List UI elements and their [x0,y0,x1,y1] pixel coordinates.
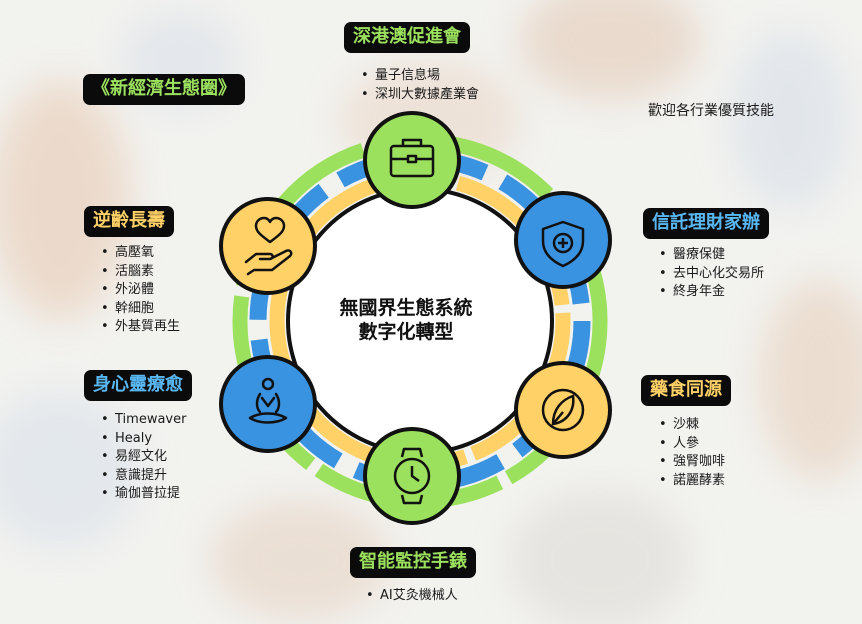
list-item: 諾麗酵素 [659,472,725,491]
list-item: 意識提升 [101,467,186,486]
node-label-food: 藥食同源 [641,375,731,406]
list-item: 去中心化交易所 [659,265,764,284]
list-item: Healy [101,430,186,449]
node-list-wellness: Timewaver Healy 易經文化 意識提升 瑜伽普拉提 [101,411,186,504]
list-item: 人參 [659,435,725,454]
node-list-longevity: 高壓氧 活腦素 外泌體 幹細胞 外基質再生 [101,244,180,337]
node-list-trust: 醫療保健 去中心化交易所 終身年金 [659,246,764,302]
node-briefcase[interactable] [365,113,459,207]
list-item: 瑜伽普拉提 [101,485,186,504]
list-item: 終身年金 [659,283,764,302]
node-label-wellness: 身心靈療愈 [84,370,192,401]
node-shield[interactable] [516,193,610,287]
list-item: 易經文化 [101,448,186,467]
list-item: 醫療保健 [659,246,764,265]
center-title: 無國界生態系統 數字化轉型 [316,296,496,344]
list-item: 沙棘 [659,416,725,435]
page-title: 《新經濟生態圈》 [83,74,245,105]
welcome-note: 歡迎各行業優質技能 [648,100,774,120]
node-label-longevity: 逆齡長壽 [84,206,174,237]
node-watch[interactable] [365,429,459,523]
list-item: 幹細胞 [101,300,180,319]
list-item: 外基質再生 [101,318,180,337]
node-list-promotion: 量子信息場 深圳大數據產業會 [361,67,479,104]
node-leaf[interactable] [516,363,610,457]
list-item: 活腦素 [101,263,180,282]
list-item: Timewaver [101,411,186,430]
node-label-promotion: 深港澳促進會 [344,22,470,53]
node-meditation[interactable] [221,357,315,451]
list-item: 量子信息場 [361,67,479,86]
node-list-food: 沙棘 人參 強腎咖啡 諾麗酵素 [659,416,725,490]
list-item: AI艾灸機械人 [366,587,458,606]
list-item: 深圳大數據產業會 [361,86,479,105]
list-item: 強腎咖啡 [659,453,725,472]
node-list-watch: AI艾灸機械人 [366,587,458,606]
node-heart-hand[interactable] [221,199,315,293]
node-label-watch: 智能監控手錶 [350,547,476,578]
list-item: 高壓氧 [101,244,180,263]
center-line-2: 數字化轉型 [316,320,496,344]
list-item: 外泌體 [101,281,180,300]
center-line-1: 無國界生態系統 [316,296,496,320]
node-label-trust: 信託理財家辦 [643,208,769,239]
